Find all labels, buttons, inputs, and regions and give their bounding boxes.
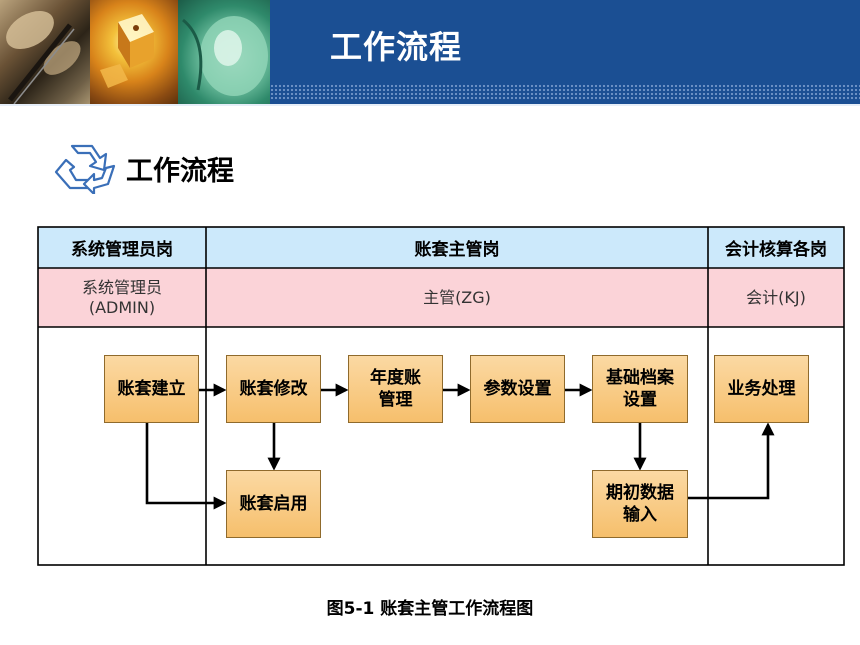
- step-enable-account: 账套启用: [226, 470, 321, 538]
- flow-connectors: [145, 383, 775, 510]
- table-grid: [37, 226, 845, 566]
- header-divider: [0, 104, 860, 106]
- arrow-create-to-enable: [145, 423, 227, 510]
- step-parameter-setup: 参数设置: [470, 355, 565, 423]
- figure-caption: 图5-1 账套主管工作流程图: [326, 599, 534, 619]
- header-dot-pattern: [270, 84, 860, 100]
- role-admin: 系统管理员 (ADMIN): [81, 277, 162, 317]
- arrow-opening-to-business: [688, 422, 775, 500]
- step-opening-data: 期初数据 输入: [592, 470, 688, 538]
- step-annual-account: 年度账 管理: [348, 355, 443, 423]
- mouse-photo: [178, 0, 270, 105]
- dice-image: [100, 14, 154, 88]
- dice-photo: [90, 0, 178, 105]
- role-supervisor: 主管(ZG): [423, 287, 491, 307]
- role-accountant: 会计(KJ): [746, 287, 806, 307]
- step-create-account: 账套建立: [104, 355, 199, 423]
- mouse-image: [182, 16, 268, 96]
- table-role-row: [38, 268, 844, 327]
- table-header-row: [38, 227, 844, 268]
- column-header-admin-post: 系统管理员岗: [71, 240, 173, 260]
- step-basic-archive: 基础档案 设置: [592, 355, 688, 423]
- header-title: 工作流程: [330, 28, 463, 66]
- column-header-accounting-post: 会计核算各岗: [725, 240, 827, 260]
- section-title: 工作流程: [126, 156, 234, 187]
- recycle-icon: [54, 144, 116, 194]
- pen-photo: [0, 0, 90, 105]
- step-business-process: 业务处理: [714, 355, 809, 423]
- step-modify-account: 账套修改: [226, 355, 321, 423]
- slide-header: 工作流程: [0, 0, 860, 106]
- column-header-supervisor-post: 账套主管岗: [414, 240, 500, 260]
- pen-image: [6, 11, 81, 105]
